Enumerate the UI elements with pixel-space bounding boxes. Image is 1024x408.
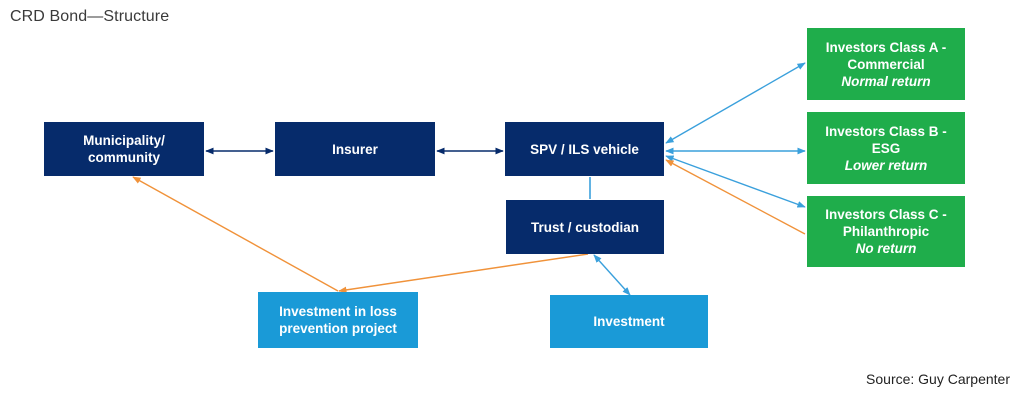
node-class-c: Investors Class C - Philanthropic No ret…	[807, 196, 965, 267]
node-spv: SPV / ILS vehicle	[505, 122, 664, 176]
arrow-class-c-spv	[665, 159, 806, 235]
node-loss-prevention-line2: prevention project	[279, 321, 397, 336]
node-trust: Trust / custodian	[506, 200, 664, 254]
node-insurer-label: Insurer	[332, 141, 378, 157]
node-municipality: Municipality/ community	[44, 122, 204, 176]
arrow-spv-class-c	[665, 155, 806, 208]
node-municipality-line2: community	[87, 150, 160, 165]
node-class-b-note: Lower return	[844, 157, 928, 173]
node-class-a-line1: Investors Class A -	[825, 39, 947, 55]
node-insurer: Insurer	[275, 122, 435, 176]
node-class-a-note: Normal return	[841, 73, 931, 89]
source-note: Source: Guy Carpenter	[866, 371, 1010, 387]
node-class-b: Investors Class B - ESG Lower return	[807, 112, 965, 184]
node-class-c-note: No return	[855, 241, 917, 256]
arrow-trust-loss-prevention	[338, 253, 589, 294]
node-class-a-line2: Commercial	[847, 56, 925, 72]
node-trust-label: Trust / custodian	[530, 219, 639, 235]
node-class-c-line1: Investors Class C -	[825, 207, 947, 222]
node-class-c-line2: Philanthropic	[842, 224, 930, 239]
node-class-b-line1: Investors Class B -	[825, 123, 947, 139]
node-investment: Investment	[550, 295, 708, 348]
arrow-loss-prevention-municipality	[132, 176, 339, 292]
arrow-spv-class-a	[665, 62, 806, 144]
node-spv-label: SPV / ILS vehicle	[530, 141, 639, 157]
diagram-title: CRD Bond—Structure	[10, 8, 170, 25]
node-investment-label: Investment	[593, 314, 665, 329]
node-municipality-line1: Municipality/	[83, 133, 165, 148]
node-class-b-line2: ESG	[871, 140, 901, 156]
node-class-a: Investors Class A - Commercial Normal re…	[807, 28, 965, 100]
node-loss-prevention: Investment in loss prevention project	[258, 292, 418, 348]
arrow-trust-investment	[593, 254, 631, 296]
node-loss-prevention-line1: Investment in loss	[279, 304, 397, 319]
